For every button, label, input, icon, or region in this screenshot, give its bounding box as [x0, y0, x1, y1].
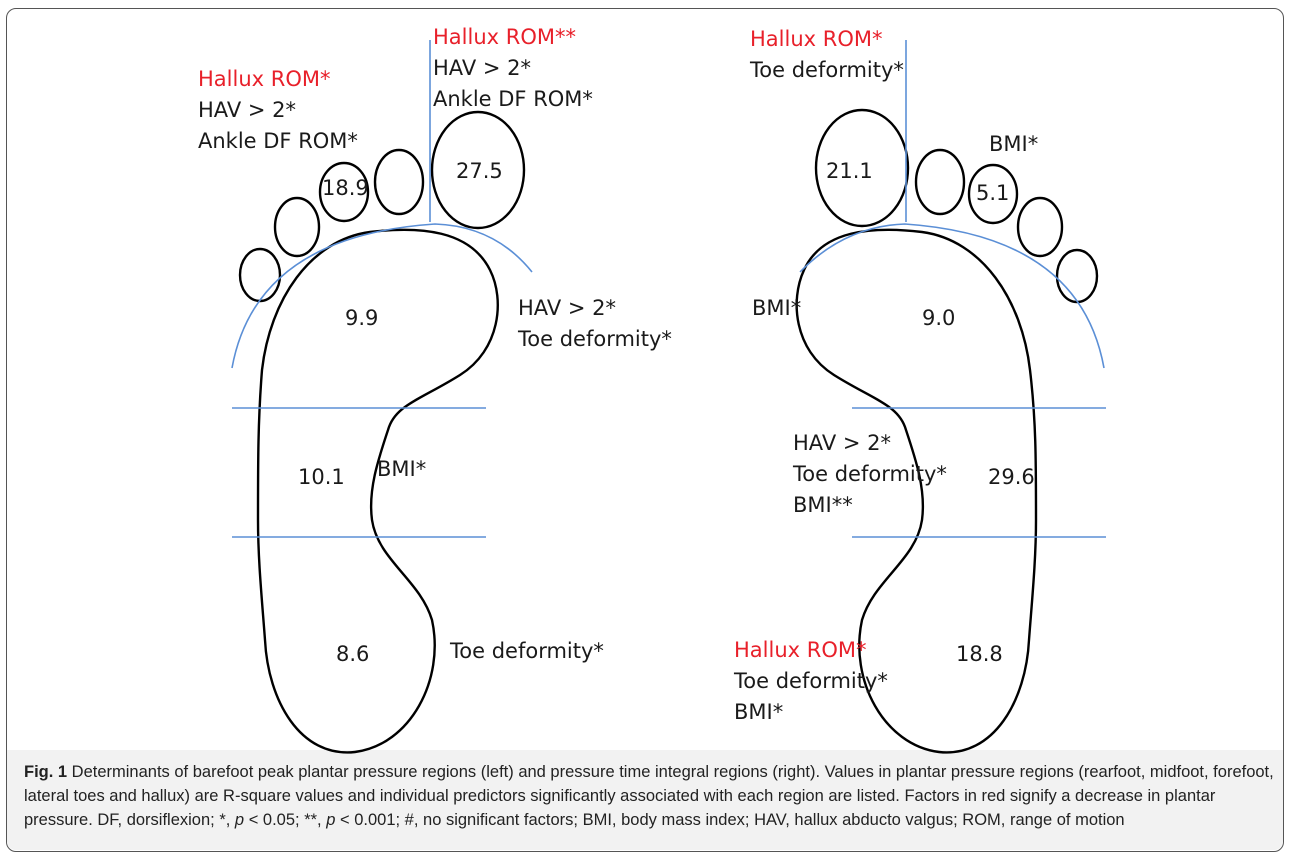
right-rearfoot-value: 18.8 [956, 642, 1003, 666]
predictor-label: Toe deformity* [518, 327, 672, 351]
predictor-label: Ankle DF ROM* [433, 87, 593, 111]
left-foot [231, 40, 533, 754]
right-foot-outline [795, 228, 1038, 754]
caption-text: Determinants of barefoot peak plantar pr… [24, 763, 1274, 829]
predictor-label: BMI** [793, 493, 853, 517]
right-foot [795, 40, 1106, 754]
caption-background [7, 750, 1283, 850]
predictor-label: BMI* [377, 457, 427, 481]
predictor-label: Hallux ROM* [198, 67, 331, 91]
predictor-label: Toe deformity* [734, 669, 888, 693]
right-toe-arc [799, 223, 1105, 369]
predictor-label: HAV > 2* [793, 431, 891, 455]
predictor-label: BMI* [989, 132, 1039, 156]
figure-caption: Fig. 1 Determinants of barefoot peak pla… [24, 760, 1274, 832]
predictor-label: HAV > 2* [518, 296, 616, 320]
right-lateral-toes-value: 5.1 [976, 181, 1010, 205]
predictor-label: Hallux ROM** [433, 25, 576, 49]
left-foot-outline [256, 228, 499, 754]
figure-frame [6, 8, 1284, 852]
caption-text: < 0.001; #, no significant factors; BMI,… [335, 811, 1125, 829]
left-hallux-value: 27.5 [456, 159, 503, 183]
predictor-label: HAV > 2* [433, 56, 531, 80]
right-toe-2 [914, 148, 966, 216]
right-midfoot-value: 29.6 [988, 465, 1035, 489]
left-forefoot-value: 9.9 [345, 306, 379, 330]
predictor-label: BMI* [734, 700, 784, 724]
predictor-label: BMI* [752, 296, 802, 320]
caption-p-symbol: p [234, 811, 245, 829]
left-toe-arc [231, 223, 533, 369]
right-forefoot-value: 9.0 [922, 306, 956, 330]
right-hallux-toe [814, 108, 910, 228]
predictor-label: Hallux ROM* [734, 638, 867, 662]
left-midfoot-value: 10.1 [298, 465, 345, 489]
predictor-label: Toe deformity* [750, 58, 904, 82]
predictor-label: Ankle DF ROM* [198, 129, 358, 153]
left-toe-5 [238, 247, 282, 303]
right-toe-5 [1055, 248, 1099, 304]
left-hallux-toe [430, 110, 526, 230]
right-toe-3 [967, 163, 1019, 225]
caption-figure-label: Fig. 1 [24, 763, 68, 781]
caption-p-symbol: p [326, 811, 336, 829]
left-toe-4 [273, 196, 321, 258]
left-lateral-toes-value: 18.9 [322, 176, 369, 200]
left-rearfoot-value: 8.6 [336, 642, 370, 666]
predictor-label: Toe deformity* [793, 462, 947, 486]
caption-text: < 0.05; **, [244, 811, 327, 829]
predictor-label: HAV > 2* [198, 98, 296, 122]
left-toe-3 [318, 161, 370, 223]
left-toe-2 [373, 148, 425, 216]
right-toe-4 [1016, 196, 1064, 258]
predictor-label: Toe deformity* [450, 639, 604, 663]
predictor-label: Hallux ROM* [750, 27, 883, 51]
right-hallux-value: 21.1 [826, 159, 873, 183]
